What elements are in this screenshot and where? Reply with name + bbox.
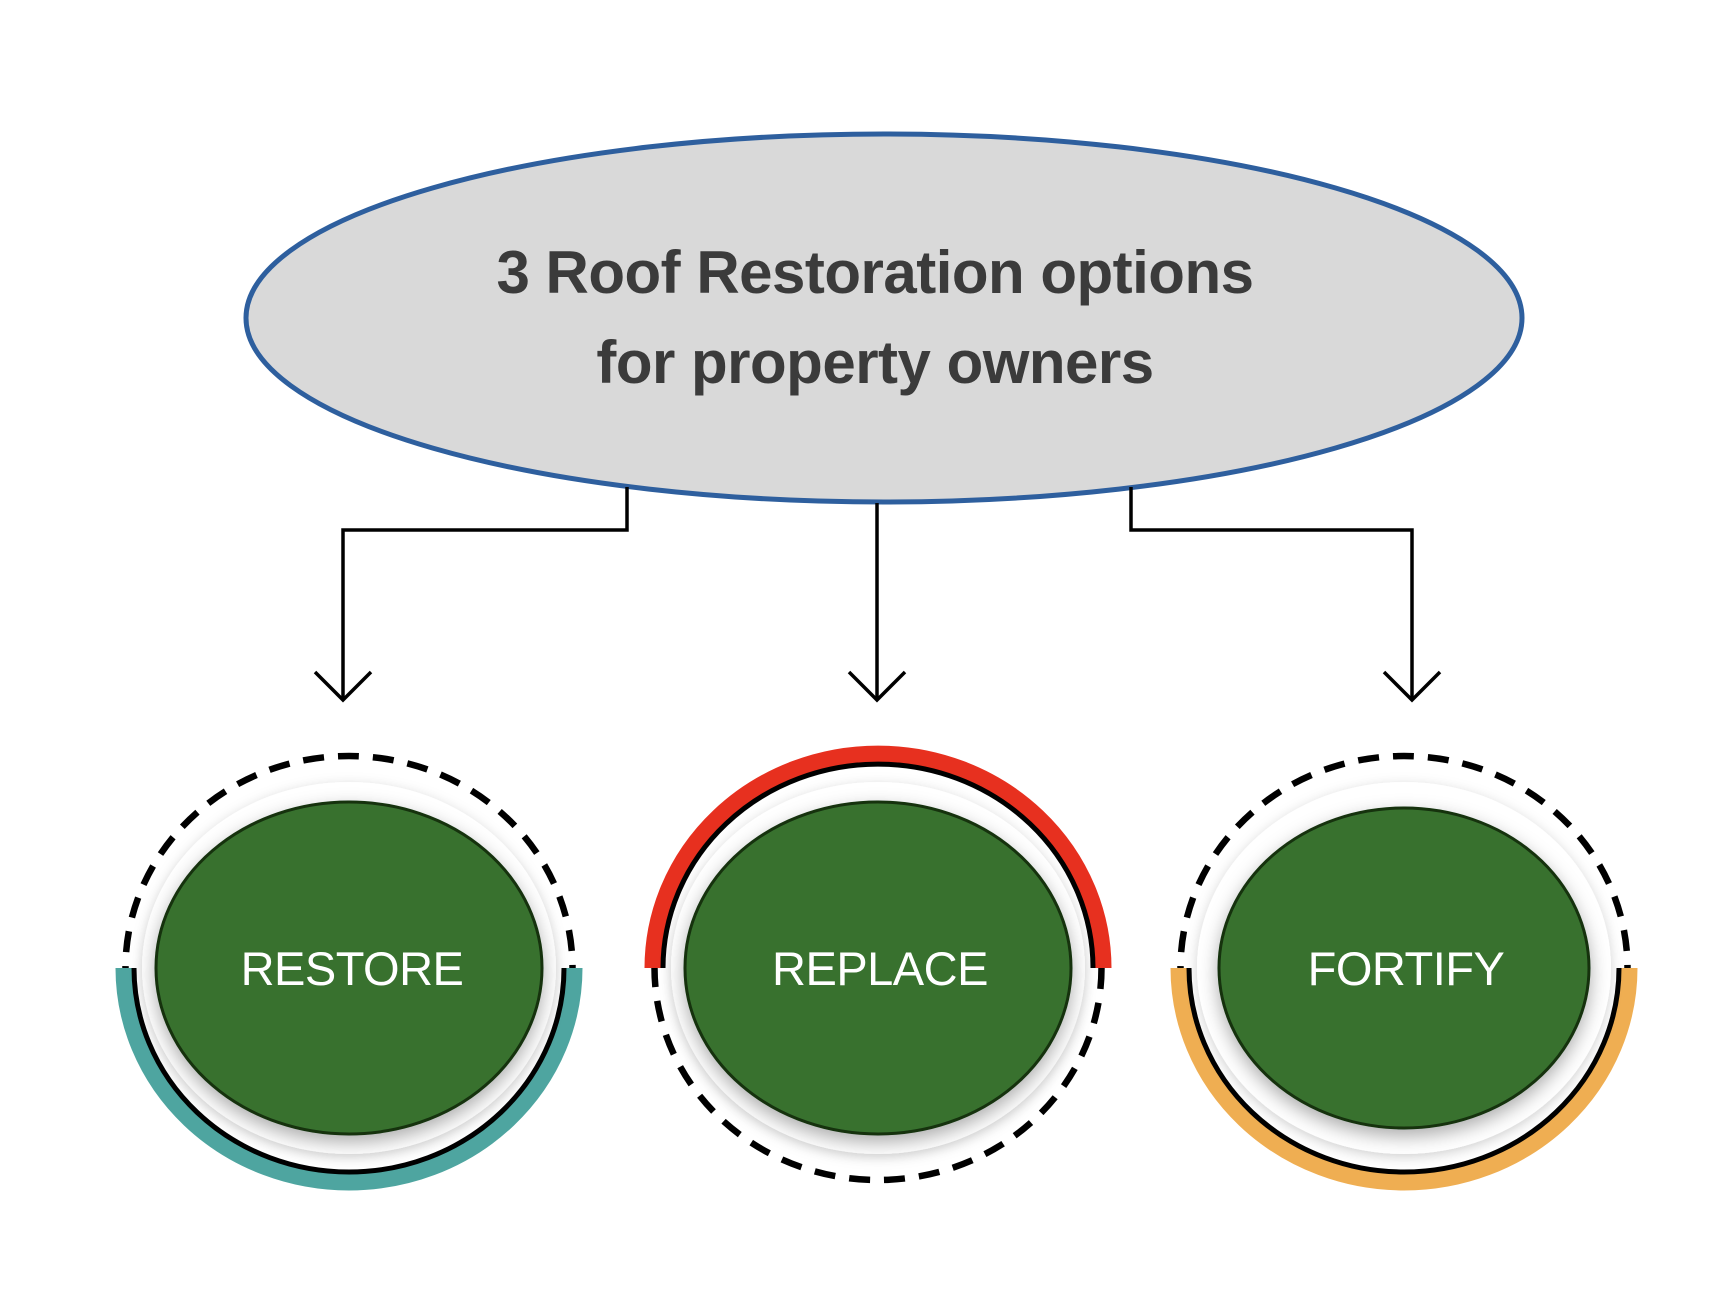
arrowhead-down-center-icon [847, 670, 907, 703]
connector-left-line [341, 487, 629, 700]
connector-left [313, 487, 629, 703]
connector-right [1129, 487, 1442, 703]
restore-circle [154, 800, 544, 1136]
connector-center [847, 503, 907, 703]
replace-circle [683, 800, 1073, 1136]
restore-label: RESTORE [241, 942, 464, 995]
fortify-inner-arc [1186, 967, 1622, 1175]
fortify-label: FORTIFY [1308, 942, 1505, 995]
badge-fortify: FORTIFY [1170, 752, 1638, 1191]
replace-inner-arc [660, 761, 1096, 969]
badge-replace: REPLACE [644, 745, 1112, 1184]
page-title-line-2: for property owners [596, 329, 1153, 396]
fortify-accent-arc [1170, 967, 1638, 1191]
replace-accent-arc [644, 745, 1112, 969]
header-ellipse [243, 131, 1525, 505]
replace-label: REPLACE [772, 942, 988, 995]
arrowhead-down-right-icon [1382, 670, 1442, 703]
page-title-line-1: 3 Roof Restoration options [497, 239, 1254, 306]
connector-right-line [1129, 487, 1414, 700]
restore-inner-arc [131, 967, 567, 1175]
badge-restore: RESTORE [115, 752, 583, 1191]
arrowhead-down-left-icon [313, 670, 373, 703]
fortify-circle [1217, 806, 1591, 1130]
restore-accent-arc [115, 967, 583, 1191]
header-bubble: 3 Roof Restoration options for property … [243, 131, 1525, 505]
